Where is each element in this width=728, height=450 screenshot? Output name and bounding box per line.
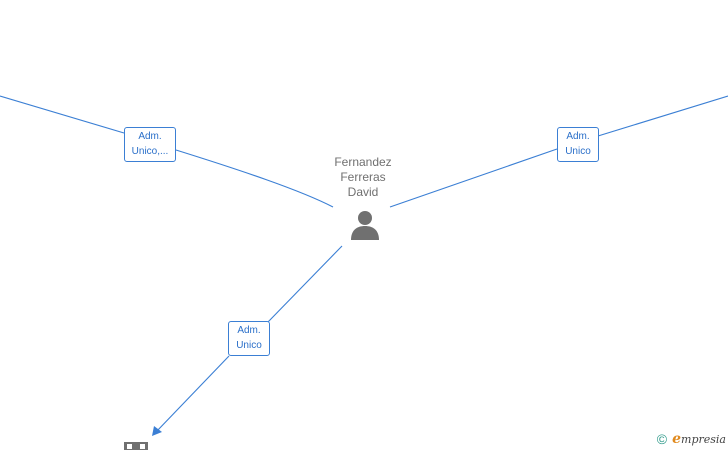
edge-label-right[interactable]: Adm. Unico <box>557 127 599 162</box>
person-icon[interactable] <box>349 210 381 240</box>
copyright-icon: © <box>656 431 668 447</box>
edge-line-bottom <box>155 245 343 433</box>
brand-logo: empresia <box>672 431 726 447</box>
empresia-watermark: © empresia <box>657 431 726 447</box>
edge-label-bottom[interactable]: Adm. Unico <box>228 321 270 356</box>
company-icon[interactable] <box>124 442 148 450</box>
person-name-label[interactable]: Fernandez Ferreras David <box>334 155 392 199</box>
edge-line-left <box>0 95 334 208</box>
edge-arrowhead <box>152 426 162 436</box>
edge-line-right <box>389 95 728 208</box>
edge-label-left[interactable]: Adm. Unico,... <box>124 127 176 162</box>
